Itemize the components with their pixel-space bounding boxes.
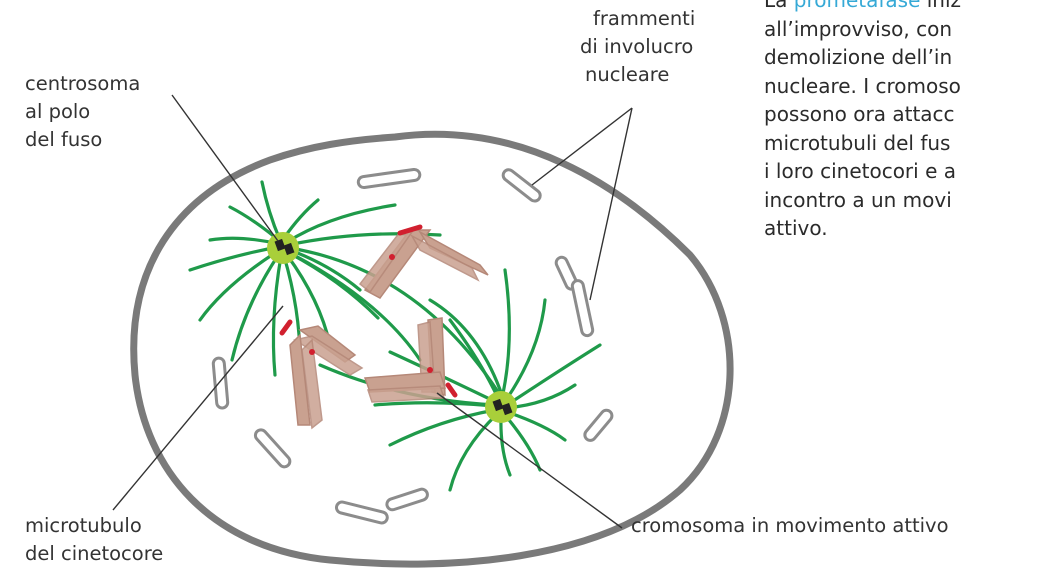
centrosome-right [485, 391, 517, 423]
paragraph-line: attivo. [764, 214, 961, 243]
label-chromosome-moving: cromosoma in movimento attivo [631, 512, 949, 540]
paragraph-text: iniz [920, 0, 961, 12]
label-kt-line1: microtubulo [25, 512, 142, 540]
label-kt-line2: del cinetocore [25, 540, 163, 568]
prometaphase-term: prometafase [794, 0, 921, 12]
label-centrosome-line1: centrosoma [25, 70, 140, 98]
paragraph-line: incontro a un movi [764, 186, 961, 215]
paragraph-text: La [764, 0, 794, 12]
paragraph-line: all’improvviso, con [764, 15, 961, 44]
kinetochore [389, 254, 395, 260]
label-centrosome-line3: del fuso [25, 126, 102, 154]
kinetochore [309, 349, 315, 355]
label-centrosome-line2: al polo [25, 98, 90, 126]
description-paragraph: La prometafase iniz all’improvviso, con … [764, 0, 961, 243]
paragraph-line: possono ora attacc [764, 100, 961, 129]
paragraph-line: nucleare. I cromoso [764, 72, 961, 101]
envelope-fragment [213, 358, 228, 409]
kinetochore [427, 367, 433, 373]
paragraph-line: La prometafase iniz [764, 0, 961, 15]
label-envelope-line3: nucleare [585, 61, 669, 89]
paragraph-line: microtubuli del fus [764, 129, 961, 158]
label-envelope-line1: frammenti [593, 5, 695, 33]
paragraph-line: i loro cinetocori e a [764, 157, 961, 186]
centrosome-left [267, 232, 299, 264]
paragraph-line: demolizione dell’in [764, 43, 961, 72]
label-envelope-line2: di involucro [580, 33, 693, 61]
